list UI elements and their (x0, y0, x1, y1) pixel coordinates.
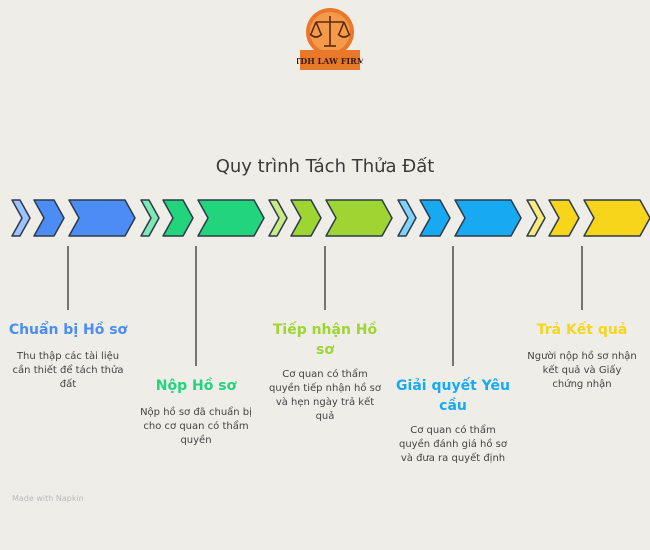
step-4-chevron-3 (454, 199, 522, 237)
step-3-title: Tiếp nhận Hồ sơ (272, 322, 378, 358)
step-4-chevron-2 (419, 199, 451, 237)
firm-logo: TDH LAW FIRM (297, 6, 363, 72)
diagram-title: Quy trình Tách Thửa Đất (215, 156, 435, 177)
made-with-napkin: Made with Napkin (12, 494, 84, 503)
step-1-chevron-1 (11, 199, 31, 237)
logo-text: TDH LAW FIRM (297, 56, 363, 66)
step-5-chevron-3 (583, 199, 650, 237)
step-5-title: Trả Kết quả (536, 322, 628, 338)
step-1-description: Thu thập các tài liệu cần thiết để tách … (12, 351, 124, 390)
step-4-description: Cơ quan có thẩm quyền đánh giá hồ sơ và … (399, 425, 507, 464)
step-2-chevron-1 (140, 199, 160, 237)
step-5-chevron-1 (526, 199, 546, 237)
step-2-chevron-2 (162, 199, 194, 237)
step-2-chevron-3 (197, 199, 265, 237)
step-2-title: Nộp Hồ sơ (155, 378, 237, 394)
step-1-chevron-2 (33, 199, 65, 237)
step-4-chevron-1 (397, 199, 417, 237)
step-3-chevron-2 (290, 199, 322, 237)
step-5-description: Người nộp hồ sơ nhận kết quả và Giấy chứ… (527, 351, 637, 390)
step-3-description: Cơ quan có thẩm quyền tiếp nhận hồ sơ và… (269, 369, 381, 422)
step-3-chevron-1 (268, 199, 288, 237)
step-1-chevron-3 (68, 199, 136, 237)
step-1-title: Chuẩn bị Hồ sơ (8, 322, 128, 338)
step-3-chevron-3 (325, 199, 393, 237)
step-2-description: Nộp hồ sơ đã chuẩn bị cho cơ quan có thẩ… (140, 407, 252, 446)
step-4-title: Giải quyết Yêu cầu (396, 378, 510, 414)
step-5-chevron-2 (548, 199, 580, 237)
